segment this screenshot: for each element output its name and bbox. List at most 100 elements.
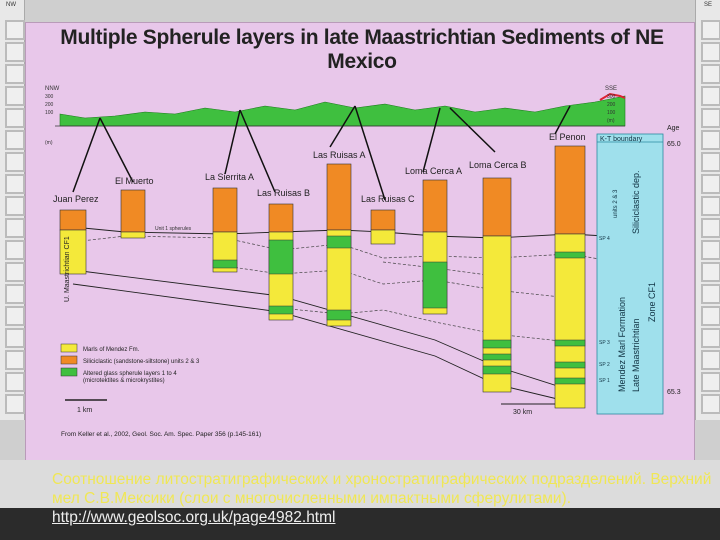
section-label-loma-cerca-b: Loma Cerca B <box>469 160 527 170</box>
profile-left-label: NNW <box>45 86 60 92</box>
profile-right-scale-3: (m) <box>607 118 615 124</box>
kt-zone-label: Zone CF1 <box>647 282 657 322</box>
legend-spherule: Altered glass spherule layers 1 to 4 <box>83 371 177 377</box>
thumb-r18 <box>701 394 720 414</box>
kt-sp4: SP 4 <box>599 236 610 242</box>
thumb-r3 <box>701 64 720 84</box>
thumb-r8 <box>701 174 720 194</box>
right-thumbnail-strip <box>695 0 720 420</box>
thumb-r17 <box>701 372 720 392</box>
kt-sp3: SP 3 <box>599 340 610 346</box>
corner-nw: NW <box>6 2 16 8</box>
kt-panel <box>596 133 664 415</box>
corner-se: SE <box>703 2 712 8</box>
source-citation: From Keller et al., 2002, Geol. Soc. Am.… <box>61 431 261 438</box>
thumb-13 <box>5 284 25 304</box>
thumb-r7 <box>701 152 720 172</box>
legend-spherule-sub: (microtektites & microkrystites) <box>83 378 165 384</box>
thumb-14 <box>5 306 25 326</box>
thumb-4 <box>5 86 25 106</box>
stratigraphy-diagram: NNW 300 200 100 (m) SSE 300 200 100 (m) … <box>45 86 681 438</box>
thumb-r9 <box>701 196 720 216</box>
thumb-r16 <box>701 350 720 370</box>
legend-swatch-sand <box>60 355 78 365</box>
legend-marl: Marls of Mendez Fm. <box>83 347 140 353</box>
caption-text: Соотношение литостратиграфических и хрон… <box>52 471 712 507</box>
section-label-la-sierrita-a: La Sierrita A <box>205 172 254 182</box>
age-top: 65.0 <box>667 141 681 148</box>
scale-1km-label: 1 km <box>77 407 92 414</box>
section-label-las-ruisas-a: Las Ruisas A <box>313 150 366 160</box>
thumb-r13 <box>701 284 720 304</box>
section-el-muerto: El Muerto <box>115 176 154 239</box>
thumb-r5 <box>701 108 720 128</box>
legend: Marls of Mendez Fm. Siliciclastic (sands… <box>60 343 200 384</box>
profile-right-label: SSE <box>605 86 617 92</box>
profile-left-scale-1: 200 <box>45 102 54 108</box>
kt-formation-label: Mendez Marl Formation <box>617 297 627 392</box>
section-las-ruisas-b: Las Ruisas B <box>257 188 310 321</box>
thumb-12 <box>5 262 25 282</box>
profile-left-scale-0: 300 <box>45 94 54 100</box>
thumb-9 <box>5 196 25 216</box>
section-label-el-penon: El Penon <box>549 132 586 142</box>
thumb-r14 <box>701 306 720 326</box>
zone-left-label: U. Maastrichtian CF1 <box>64 236 71 302</box>
kt-units-label: units 2 & 3 <box>613 189 619 218</box>
section-loma-cerca-b: Loma Cerca B <box>469 160 527 393</box>
left-thumbnail-strip <box>0 0 25 420</box>
thumb-10 <box>5 218 25 238</box>
legend-swatch-marl <box>60 343 78 353</box>
profile-red-highlight <box>599 92 626 101</box>
thumb-r12 <box>701 262 720 282</box>
thumb-3 <box>5 64 25 84</box>
legend-sand: Siliciclastic (sandstone-siltstone) unit… <box>83 359 200 365</box>
section-label-las-ruisas-b: Las Ruisas B <box>257 188 310 198</box>
slide-caption: Соотношение литостратиграфических и хрон… <box>52 470 712 527</box>
correlation-solid-lines <box>72 226 606 403</box>
age-label: Age <box>667 125 680 132</box>
section-las-ruisas-a: Las Ruisas A <box>313 150 366 327</box>
section-loma-cerca-a: Loma Cerca A <box>405 166 462 315</box>
thumb-r2 <box>701 42 720 62</box>
thumb-7 <box>5 152 25 172</box>
topographic-profile <box>59 95 626 127</box>
thumb-15 <box>5 328 25 348</box>
section-el-penon: El Penon <box>549 132 586 409</box>
profile-right-scale-2: 100 <box>607 110 616 116</box>
thumb-r11 <box>701 240 720 260</box>
profile-right-scale-0: 300 <box>607 94 616 100</box>
section-label-loma-cerca-a: Loma Cerca A <box>405 166 462 176</box>
kt-sp2: SP 2 <box>599 362 610 368</box>
thumb-11 <box>5 240 25 260</box>
section-la-sierrita-a: La Sierrita A <box>205 172 254 273</box>
thumb-r10 <box>701 218 720 238</box>
legend-swatch-spherule <box>60 367 78 377</box>
section-juan-perez: Juan Perez <box>53 194 99 275</box>
caption-link[interactable]: http://www.geolsoc.org.uk/page4982.html <box>52 509 336 526</box>
thumb-6 <box>5 130 25 150</box>
thumb-r1 <box>701 20 720 40</box>
section-label-el-muerto: El Muerto <box>115 176 154 186</box>
kt-siliciclastic-label: Siliciclastic dep. <box>631 170 641 234</box>
thumb-2 <box>5 42 25 62</box>
thumb-r4 <box>701 86 720 106</box>
section-label-juan-perez: Juan Perez <box>53 194 99 204</box>
unit-1-label: Unit 1 spherules <box>155 226 192 232</box>
thumb-17 <box>5 372 25 392</box>
thumb-16 <box>5 350 25 370</box>
thumb-5 <box>5 108 25 128</box>
thumb-r15 <box>701 328 720 348</box>
profile-left-scale-3: (m) <box>45 140 53 146</box>
location-arrows <box>72 105 571 201</box>
profile-right-scale-1: 200 <box>607 102 616 108</box>
dark-footer-band <box>0 508 720 540</box>
thumb-1 <box>5 20 25 40</box>
diagram-title: Multiple Spherule layers in late Maastri… <box>60 26 664 73</box>
kt-boundary-label: K-T boundary <box>600 136 643 143</box>
thumb-18 <box>5 394 25 414</box>
thumb-8 <box>5 174 25 194</box>
age-bottom: 65.3 <box>667 389 681 396</box>
kt-sp1: SP 1 <box>599 378 610 384</box>
kt-stage-label: Late Maastrichtian <box>631 318 641 392</box>
